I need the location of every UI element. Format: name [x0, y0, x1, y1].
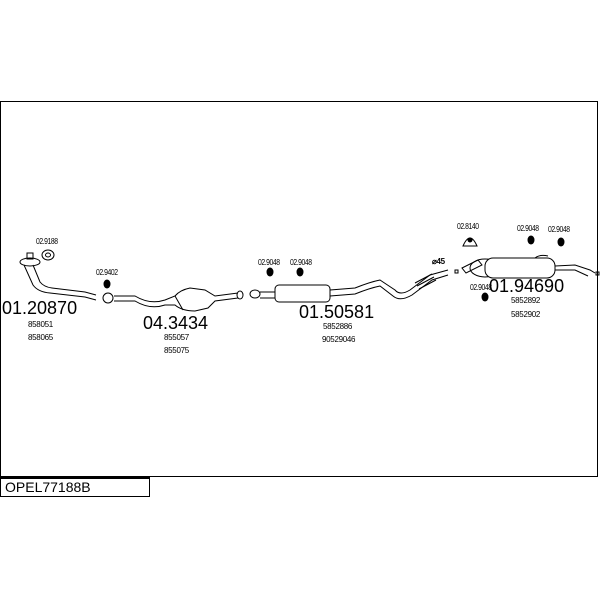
front-pipe-01-20870 [19, 252, 97, 301]
diameter-label: ⌀45 [432, 257, 445, 266]
catalytic-converter-04-3434 [114, 287, 244, 312]
clamp-02-9048-a [266, 267, 274, 277]
part-ref: 858065 [28, 333, 53, 342]
part-ref: 855075 [164, 346, 189, 355]
clamp-02-9048-d [557, 237, 565, 247]
accessory-label: 02.9048 [470, 283, 492, 292]
accessory-label: 02.9048 [290, 258, 312, 267]
rear-silencer-01-94690 [461, 254, 600, 279]
part-ref: 855057 [164, 333, 189, 342]
clamp-02-9188 [41, 249, 55, 261]
clamp-02-8140 [462, 237, 478, 247]
accessory-label: 02.9048 [548, 225, 570, 234]
part-ref: 858051 [28, 320, 53, 329]
part-number: 01.20870 [2, 298, 78, 318]
middle-silencer-01-50581 [249, 269, 459, 303]
part-number: 04.3434 [143, 313, 209, 333]
accessory-label: 02.9048 [258, 258, 280, 267]
diagram-title: OPEL77188B [0, 477, 150, 497]
part-ref: 5852886 [323, 322, 353, 331]
part-number: 01.94690 [489, 276, 565, 296]
gasket [102, 292, 114, 304]
part-ref: 5852892 [511, 296, 541, 305]
accessory-label: 02.8140 [457, 222, 479, 231]
accessory-label: 02.9188 [36, 237, 58, 246]
clamp-02-9048-e [481, 292, 489, 302]
accessory-label: 02.9048 [517, 224, 539, 233]
part-number: 01.50581 [299, 302, 375, 322]
clamp-02-9048-c [527, 235, 535, 245]
clamp-02-9402 [103, 279, 111, 289]
diagram-frame [0, 101, 598, 477]
part-ref: 90529046 [322, 335, 356, 344]
part-ref: 5852902 [511, 310, 541, 319]
accessory-label: 02.9402 [96, 268, 118, 277]
clamp-02-9048-b [296, 267, 304, 277]
